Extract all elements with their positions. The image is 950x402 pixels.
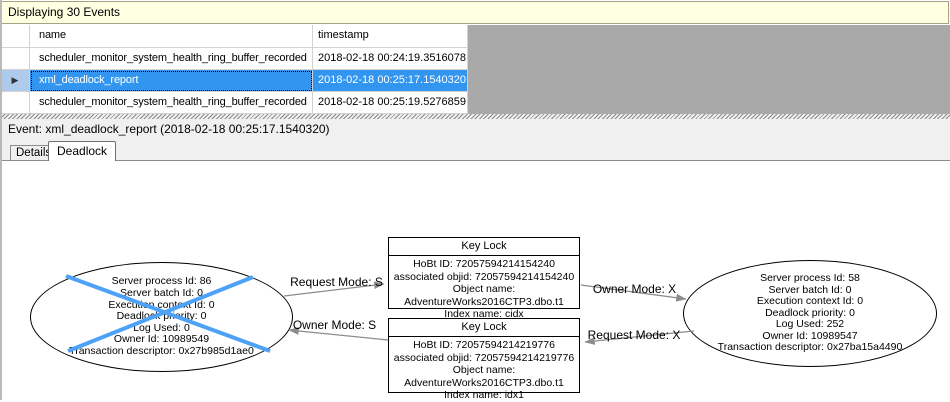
event-timestamp-cell[interactable]: 2018-02-18 00:25:19.5276859 [313, 92, 468, 114]
events-count-label: Displaying 30 Events [8, 5, 121, 19]
process-node-victim[interactable]: Server process Id: 86 Server batch Id: 0… [30, 262, 293, 372]
column-header-name[interactable]: name [30, 25, 313, 48]
event-title: Event: xml_deadlock_report (2018-02-18 0… [8, 122, 330, 136]
process-attr: Server batch Id: 0 [120, 287, 203, 300]
events-count-bar: Displaying 30 Events [1, 1, 949, 24]
deadlock-graph-page: Server process Id: 86 Server batch Id: 0… [0, 161, 950, 401]
process-attr: Transaction descriptor: 0x27b985d1ae0 [69, 344, 254, 357]
resource-attr: Object name: AdventureWorks2016CTP3.dbo.… [404, 283, 564, 308]
process-node-survivor[interactable]: Server process Id: 58 Server batch Id: 0… [683, 260, 937, 367]
resource-attr: Index name: cidx [444, 308, 524, 321]
resource-attr: Object name: AdventureWorks2016CTP3.dbo.… [404, 364, 564, 389]
process-attr: Transaction descriptor: 0x27ba15a4490 [717, 341, 903, 354]
resource-attr: HoBt ID: 72057594214154240 [413, 258, 555, 270]
process-attr: Deadlock priority: 0 [765, 306, 855, 319]
edge-label-owner-s: Owner Mode: S [292, 318, 377, 332]
event-timestamp-cell[interactable]: 2018-02-18 00:24:19.3516078 [313, 48, 468, 70]
event-name-cell[interactable]: scheduler_monitor_system_health_ring_buf… [30, 92, 313, 114]
process-attr: Server batch Id: 0 [768, 283, 852, 296]
current-row-arrow-icon: ▶ [11, 75, 19, 85]
resource-title: Key Lock [389, 238, 579, 256]
event-name-cell[interactable]: xml_deadlock_report [30, 70, 313, 92]
event-detail-panel: Event: xml_deadlock_report (2018-02-18 0… [0, 119, 950, 401]
resource-title: Key Lock [389, 319, 579, 337]
table-row[interactable]: scheduler_monitor_system_health_ring_buf… [1, 48, 468, 70]
events-grid: name timestamp scheduler_monitor_system_… [1, 25, 468, 114]
resource-attr: Index name: idx1 [444, 389, 524, 402]
tab-strip: Details Deadlock [0, 140, 950, 161]
process-attr: Server process Id: 58 [760, 271, 860, 284]
event-name-cell[interactable]: scheduler_monitor_system_health_ring_buf… [30, 48, 313, 70]
row-gutter[interactable] [1, 48, 30, 70]
row-gutter-selected[interactable]: ▶ [1, 70, 30, 92]
table-row[interactable]: scheduler_monitor_system_health_ring_buf… [1, 92, 468, 114]
resource-node-keylock-top[interactable]: Key Lock HoBt ID: 72057594214154240 asso… [388, 237, 580, 320]
edge-label-request-x: Request Mode: X [587, 328, 681, 342]
edge-label-request-s: Request Mode: S [290, 275, 383, 289]
grid-header-row: name timestamp [1, 25, 468, 48]
column-header-timestamp[interactable]: timestamp [313, 25, 468, 48]
resource-node-keylock-bottom[interactable]: Key Lock HoBt ID: 72057594214219776 asso… [388, 318, 580, 401]
table-row-selected[interactable]: ▶ xml_deadlock_report 2018-02-18 00:25:1… [1, 70, 468, 92]
resource-attr: HoBt ID: 72057594214219776 [413, 339, 555, 351]
resource-attr: associated objid: 72057594214219776 [393, 351, 575, 364]
process-attr: Log Used: 252 [775, 318, 845, 331]
process-attr: Execution context Id: 0 [756, 295, 864, 308]
horizontal-splitter[interactable] [0, 114, 950, 119]
resource-attr: associated objid: 72057594214154240 [393, 270, 575, 283]
window-left-edge [0, 0, 2, 400]
edge-label-owner-x: Owner Mode: X [592, 282, 677, 296]
row-gutter[interactable] [1, 92, 30, 114]
process-attr: Owner Id: 10989547 [762, 329, 858, 342]
tab-deadlock[interactable]: Deadlock [48, 141, 117, 161]
event-timestamp-cell[interactable]: 2018-02-18 00:25:17.1540320 [313, 70, 468, 92]
grid-header-gutter [1, 25, 30, 48]
